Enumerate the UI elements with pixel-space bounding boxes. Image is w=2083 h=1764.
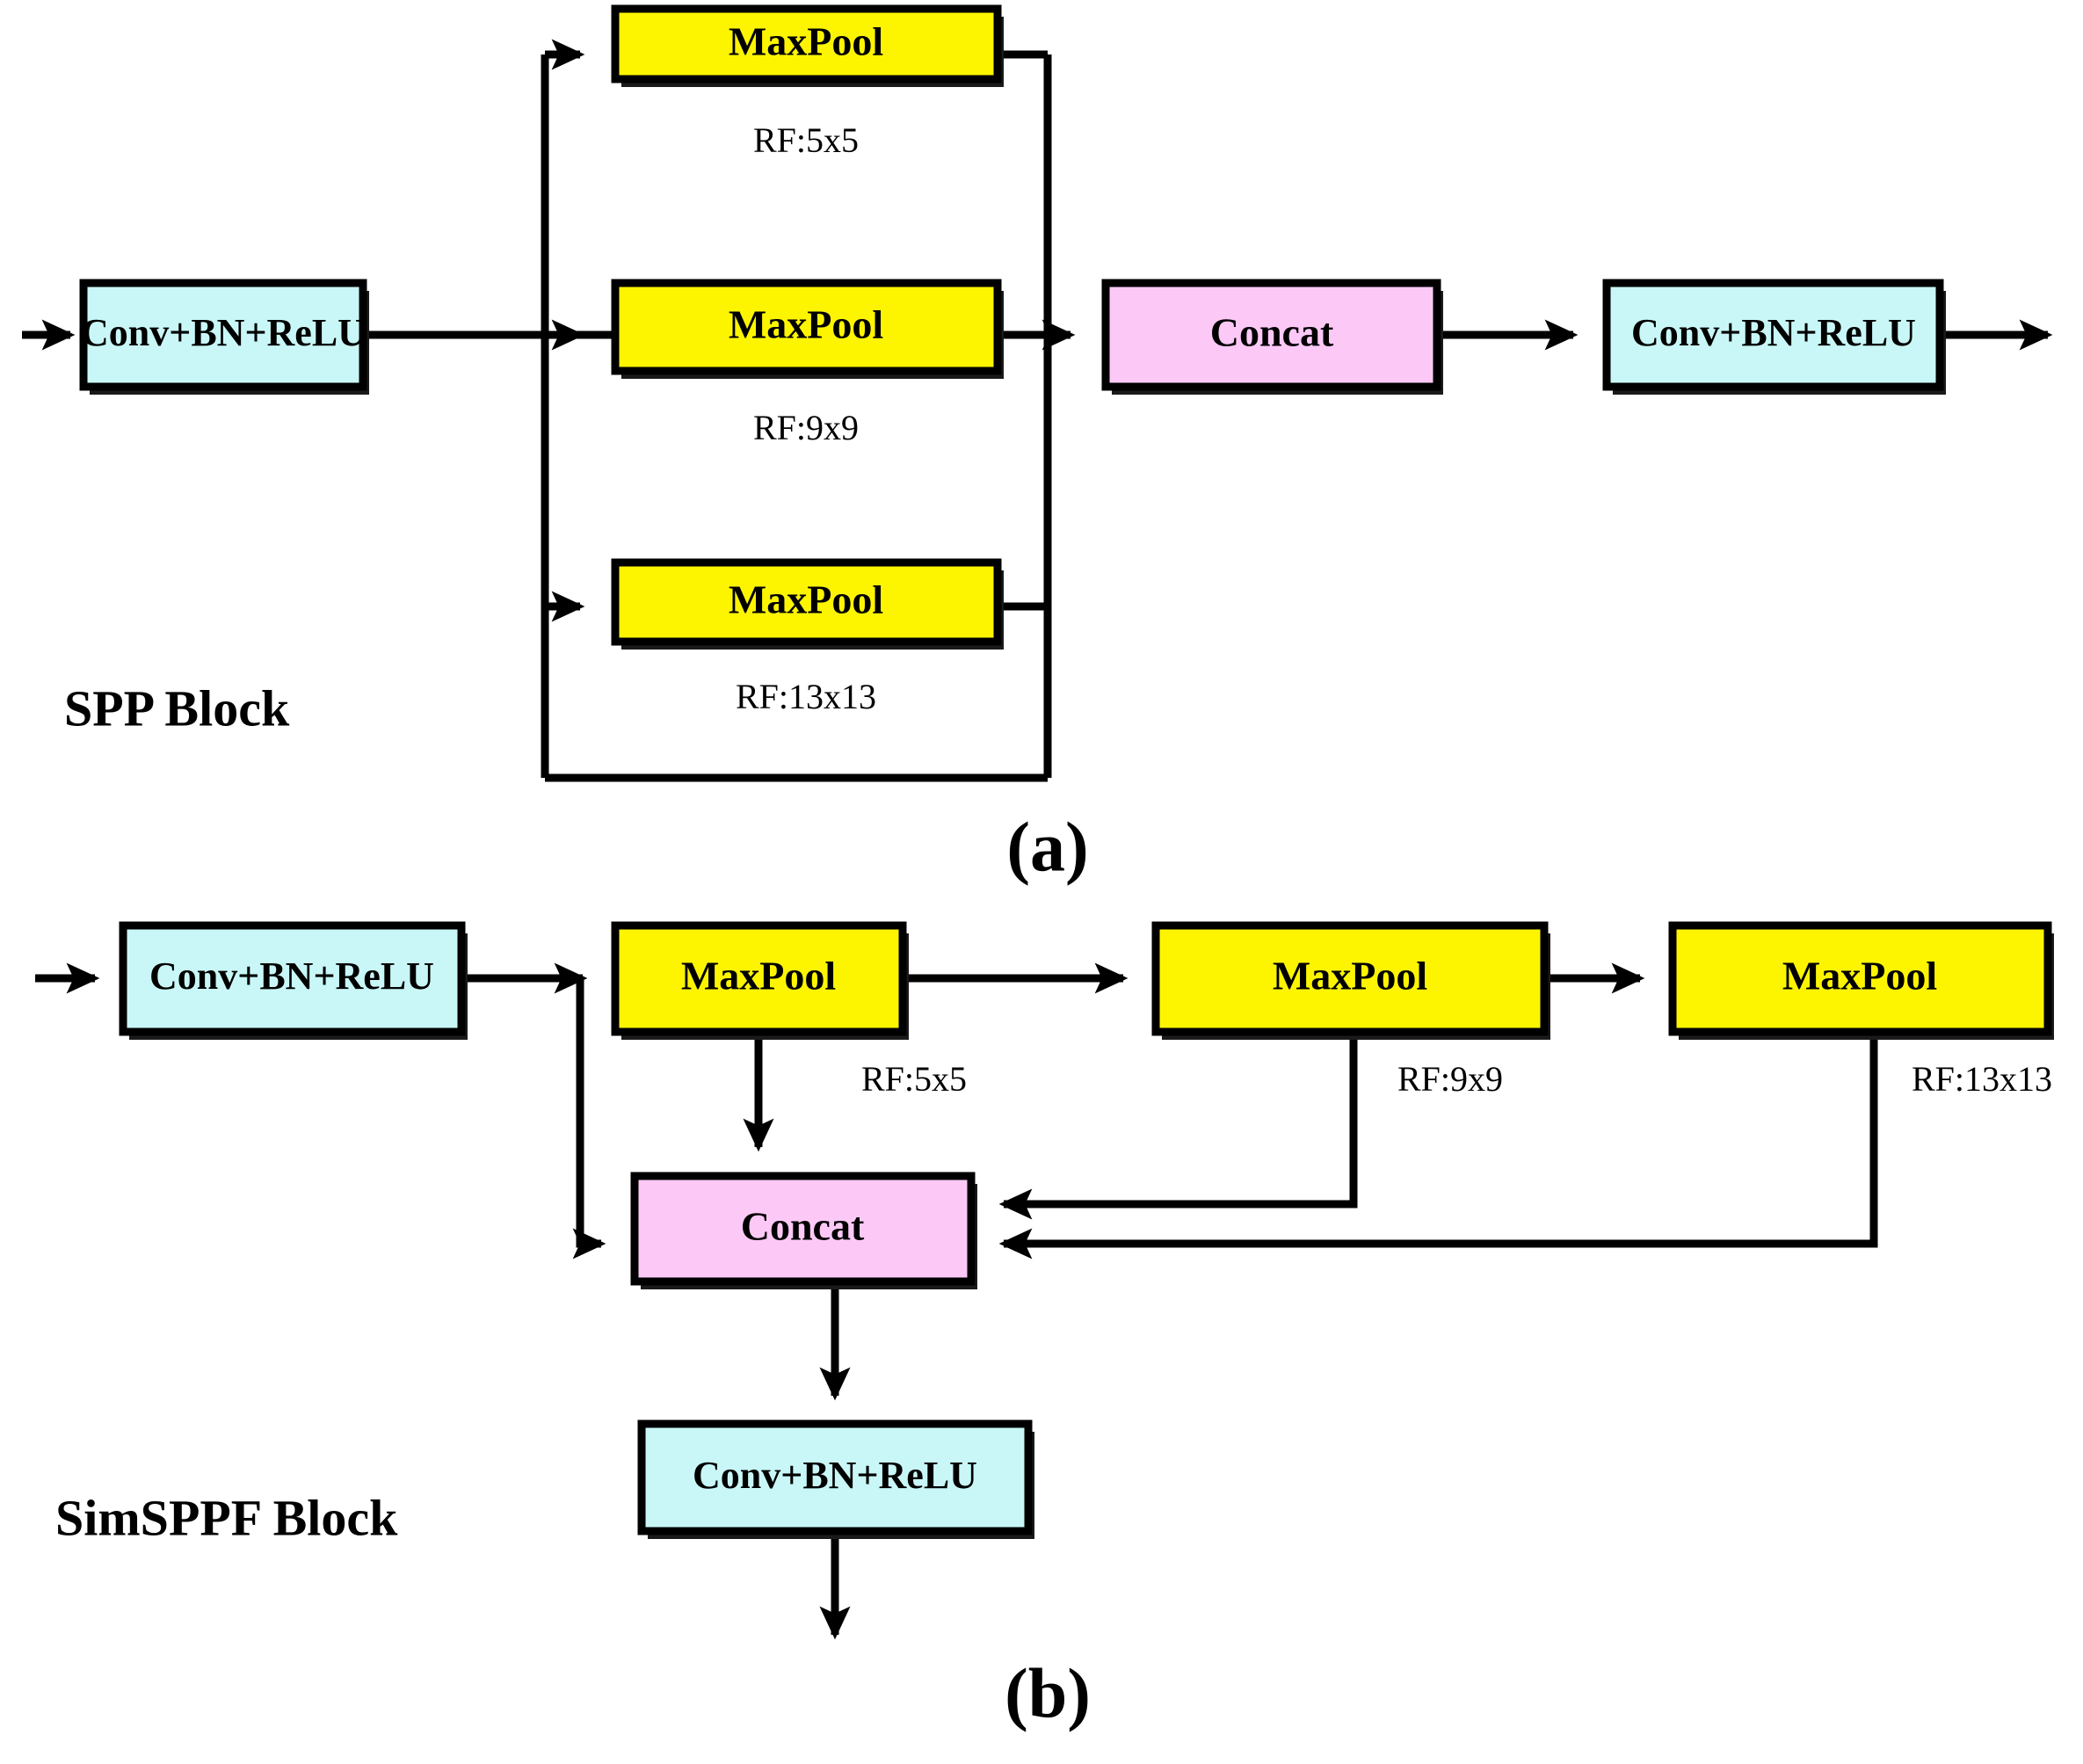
- maxpool-3-a-label: MaxPool: [729, 577, 883, 622]
- node-concat-a[interactable]: Concat: [1101, 279, 1443, 395]
- maxpool-1-b-rf-label: RF:5x5: [861, 1059, 967, 1099]
- concat-a-label: Concat: [1210, 310, 1334, 355]
- node-conv-out-a[interactable]: Conv+BN+ReLU: [1602, 279, 1946, 395]
- maxpool-3-a-rect[interactable]: [611, 558, 1002, 646]
- maxpool-1-a-rect[interactable]: [611, 4, 1002, 83]
- concat-a-rect[interactable]: [1101, 279, 1441, 391]
- edge-skip-to-concat-b: [572, 978, 606, 1259]
- maxpool-2-b-rf-label: RF:9x9: [1397, 1059, 1503, 1099]
- concat-b-label: Concat: [741, 1204, 865, 1249]
- edge-maxpool3-to-concat-b: [998, 1032, 1878, 1259]
- conv-in-b-label: Conv+BN+ReLU: [149, 955, 434, 998]
- node-maxpool-1-a[interactable]: MaxPool: [611, 4, 1004, 87]
- maxpool-2-a-rect[interactable]: [611, 279, 1002, 375]
- maxpool-3-b-label: MaxPool: [1782, 954, 1937, 998]
- caption-a: (a): [1006, 809, 1088, 886]
- node-maxpool-3-b[interactable]: MaxPool: [1668, 921, 2054, 1040]
- maxpool-1-a-rf-label: RF:5x5: [753, 120, 859, 160]
- panel-b-group: Conv+BN+ReLU MaxPool RF:5x5 MaxPool RF:9…: [35, 921, 2054, 1732]
- node-maxpool-3-a[interactable]: MaxPool: [611, 558, 1004, 650]
- node-concat-b[interactable]: Concat: [630, 1172, 977, 1289]
- conv-out-b-label: Conv+BN+ReLU: [693, 1454, 977, 1497]
- maxpool-1-b-label: MaxPool: [681, 954, 836, 998]
- node-maxpool-2-b[interactable]: MaxPool: [1151, 921, 1550, 1040]
- maxpool-3-a-rf-label: RF:13x13: [736, 677, 876, 716]
- maxpool-2-b-label: MaxPool: [1273, 954, 1427, 998]
- maxpool-2-a-label: MaxPool: [729, 302, 883, 347]
- conv-out-a-rect[interactable]: [1602, 279, 1944, 391]
- node-conv-out-b[interactable]: Conv+BN+ReLU: [637, 1419, 1034, 1539]
- panel-a-group: MaxPool RF:5x5 Conv+BN+ReLU MaxPool RF:9…: [22, 4, 2053, 886]
- edge-maxpool2-to-concat-b: [998, 1032, 1358, 1220]
- conv-in-a-label: Conv+BN+ReLU: [81, 311, 366, 354]
- spp-block-label: SPP Block: [64, 679, 290, 737]
- node-conv-in-a[interactable]: Conv+BN+ReLU: [79, 279, 369, 395]
- maxpool-1-b-rect[interactable]: [611, 921, 907, 1036]
- maxpool-1-a-label: MaxPool: [729, 19, 883, 64]
- node-maxpool-1-b[interactable]: MaxPool: [611, 921, 909, 1040]
- conv-out-a-label: Conv+BN+ReLU: [1631, 311, 1916, 354]
- conv-out-b-rect[interactable]: [637, 1419, 1033, 1535]
- maxpool-2-b-rect[interactable]: [1151, 921, 1549, 1036]
- maxpool-3-b-rf-label: RF:13x13: [1912, 1059, 2052, 1099]
- node-maxpool-2-a[interactable]: MaxPool: [611, 279, 1004, 379]
- simsppf-block-label: SimSPPF Block: [55, 1489, 398, 1546]
- caption-b: (b): [1005, 1655, 1091, 1732]
- maxpool-2-a-rf-label: RF:9x9: [753, 408, 859, 447]
- conv-in-b-rect[interactable]: [119, 921, 466, 1036]
- conv-in-a-rect[interactable]: [79, 279, 367, 391]
- concat-b-rect[interactable]: [630, 1172, 976, 1286]
- maxpool-3-b-rect[interactable]: [1668, 921, 2052, 1036]
- node-conv-in-b[interactable]: Conv+BN+ReLU: [119, 921, 468, 1040]
